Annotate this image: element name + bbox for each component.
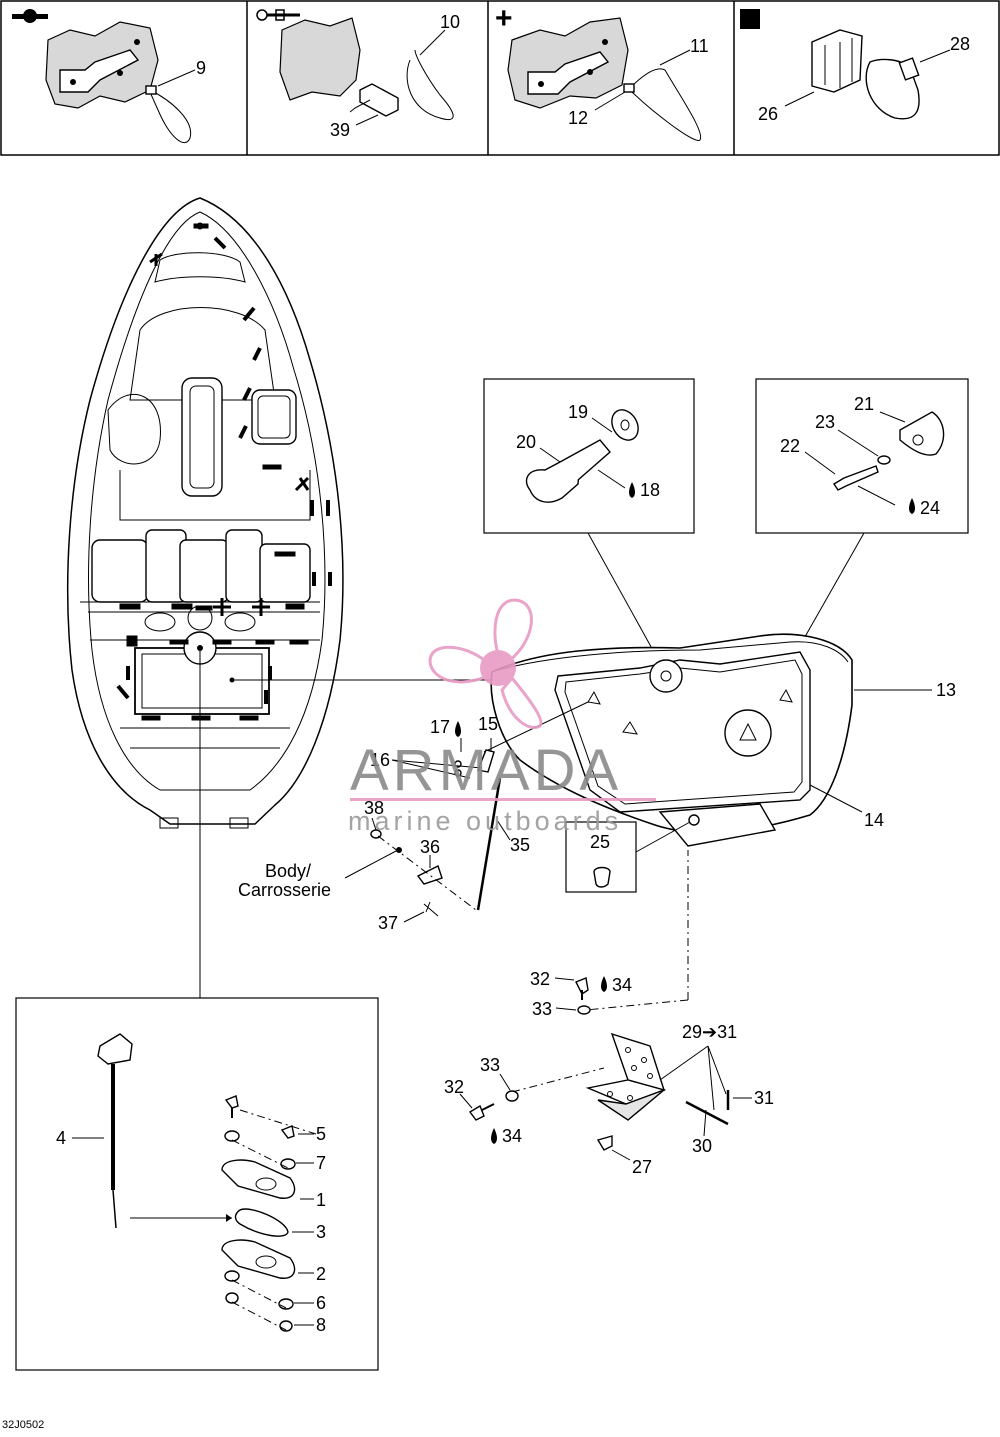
callout-21: 21 xyxy=(854,394,874,414)
callout-11: 11 xyxy=(690,36,709,56)
watermark-tagline: marine outboards xyxy=(348,806,622,836)
callout-15: 15 xyxy=(478,714,498,734)
hinge-assembly: 32 34 33 27 29➔31 31 30 33 32 34 xyxy=(444,850,774,1177)
callout-22: 22 xyxy=(780,436,800,456)
legend-panel-clamp-tie-plus: + 11 12 xyxy=(495,2,709,141)
callout-27: 27 xyxy=(632,1157,652,1177)
watermark-brand: ARMADA xyxy=(350,738,622,803)
callout-8: 8 xyxy=(316,1315,326,1335)
inset-plug-detail: 25 xyxy=(565,821,691,893)
callout-14: 14 xyxy=(864,810,884,830)
callout-24: 24 xyxy=(920,498,940,518)
callout-12: 12 xyxy=(568,108,588,128)
legend-panel-screw-tie: 10 39 xyxy=(256,9,460,140)
watermark-underline xyxy=(350,798,656,801)
callout-6: 6 xyxy=(316,1293,326,1313)
callout-7: 7 xyxy=(316,1153,326,1173)
callout-19: 19 xyxy=(568,402,588,422)
callout-16: 16 xyxy=(370,750,390,770)
callout-34b: 34 xyxy=(502,1126,522,1146)
legend-panel-clamp-tie: 9 xyxy=(12,9,206,144)
armada-watermark: ARMADA marine outboards xyxy=(348,598,656,836)
callout-31: 31 xyxy=(754,1088,774,1108)
callout-23: 23 xyxy=(815,412,835,432)
callout-9: 9 xyxy=(196,58,206,78)
body-label-fr: Carrosserie xyxy=(238,880,331,900)
callout-33b: 33 xyxy=(480,1055,500,1075)
sealant-drop-icon xyxy=(601,976,607,992)
storage-cover: 13 14 xyxy=(490,633,956,847)
fastener-legend-strip: 9 10 39 + xyxy=(0,0,1000,156)
inset-latch-detail: 21 23 22 24 xyxy=(755,378,969,534)
fastener-markers xyxy=(116,222,332,721)
pin-fastener-symbol xyxy=(256,9,300,21)
sealant-drop-icon xyxy=(491,1128,497,1144)
callout-1: 1 xyxy=(316,1190,326,1210)
callout-3: 3 xyxy=(316,1222,326,1242)
callout-30: 30 xyxy=(692,1136,712,1156)
rubber-bumper xyxy=(525,439,611,503)
propeller-logo xyxy=(428,598,543,729)
callout-2: 2 xyxy=(316,1264,326,1284)
callout-26: 26 xyxy=(758,104,778,124)
sealant-drop-icon xyxy=(629,482,635,498)
callout-10: 10 xyxy=(440,12,460,32)
callout-18: 18 xyxy=(640,480,660,500)
body-label-en: Body/ xyxy=(265,861,311,881)
callout-35: 35 xyxy=(510,835,530,855)
callout-37: 37 xyxy=(378,913,398,933)
callout-32a: 32 xyxy=(530,969,550,989)
inset-bumper-detail: 19 20 18 xyxy=(483,378,695,534)
square-symbol xyxy=(740,9,760,29)
callout-4: 4 xyxy=(56,1128,66,1148)
inset-latch-rod-detail: 4 5 7 1 3 2 6 8 xyxy=(15,997,379,1371)
callout-33a: 33 xyxy=(532,999,552,1019)
sealant-drop-icon xyxy=(909,498,915,514)
watercraft-body-top-view xyxy=(66,197,344,829)
callout-17: 17 xyxy=(430,717,450,737)
self-tapping-screw xyxy=(349,83,399,117)
callout-5: 5 xyxy=(316,1124,326,1144)
sealant-drop-icon xyxy=(455,721,461,737)
callout-39: 39 xyxy=(330,120,350,140)
callout-38: 38 xyxy=(364,798,384,818)
callout-34a: 34 xyxy=(612,975,632,995)
callout-29-31: 29➔31 xyxy=(682,1022,737,1042)
callout-32b: 32 xyxy=(444,1077,464,1097)
plus-symbol: + xyxy=(495,2,513,35)
callout-28: 28 xyxy=(950,34,970,54)
callout-25: 25 xyxy=(590,832,610,852)
support-rod-assembly: 15 17 16 35 38 36 37 Body/ Carrosserie xyxy=(238,701,589,933)
bar-fastener-symbol xyxy=(12,9,48,23)
latch-rod xyxy=(97,1033,133,1229)
image-code: 32J0502 xyxy=(2,1419,44,1431)
wire-clip xyxy=(811,29,863,93)
callout-13: 13 xyxy=(936,680,956,700)
callout-20: 20 xyxy=(516,432,536,452)
legend-panel-clip-tie: 28 26 xyxy=(740,9,970,124)
callout-36: 36 xyxy=(420,837,440,857)
